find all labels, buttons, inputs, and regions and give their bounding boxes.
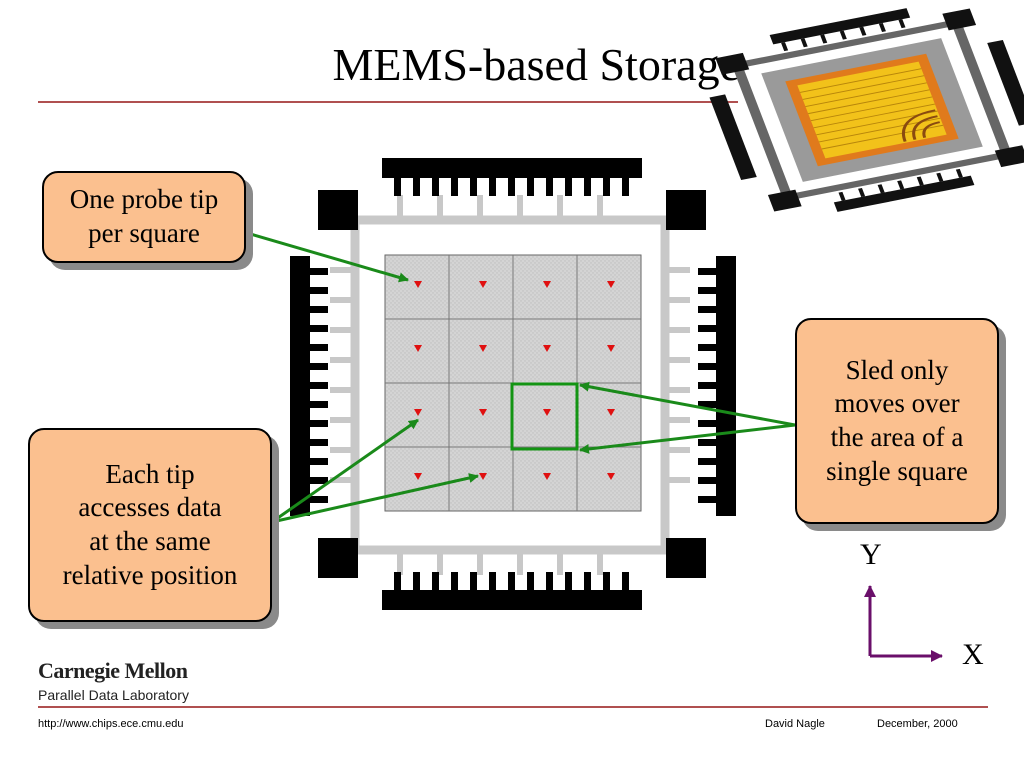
- callout-sled-line: the area of a: [830, 422, 964, 452]
- bottom-comb-actuator: [382, 572, 642, 610]
- probe-tip: [479, 473, 487, 480]
- probe-tip: [414, 409, 422, 416]
- sled-arrow-1: [579, 381, 796, 427]
- probe-tip: [607, 409, 615, 416]
- probe-tip: [607, 281, 615, 288]
- footer-url[interactable]: http://www.chips.ece.cmu.edu: [38, 718, 184, 730]
- probe-tip: [414, 281, 422, 288]
- callout-sled-line: moves over: [834, 388, 960, 419]
- mems-chip-image: [709, 8, 1024, 212]
- probe-tip: [414, 345, 422, 352]
- callout-probe-line: per square: [88, 218, 200, 248]
- callout-probe-tip: One probe tip per square: [42, 171, 246, 263]
- cmu-logo: Carnegie Mellon: [38, 658, 188, 683]
- probe-tip: [607, 473, 615, 480]
- probe-tip: [543, 409, 551, 416]
- sled-range-highlight: [510, 382, 579, 451]
- probe-tip: [543, 281, 551, 288]
- y-axis-label: Y: [860, 538, 882, 571]
- probe-tips: [414, 281, 615, 480]
- probe-tip: [543, 345, 551, 352]
- sled-arrow-2: [579, 423, 796, 454]
- probe-tip: [414, 473, 422, 480]
- comb-stubs: [330, 195, 690, 575]
- corner-anchors: [318, 190, 706, 578]
- callout-sled-line: Sled only: [845, 354, 949, 385]
- x-axis-label: X: [962, 638, 984, 671]
- callout-sled-movement: Sled only moves over the area of a singl…: [795, 318, 999, 524]
- left-comb-actuator: [290, 256, 328, 516]
- probe-tip: [479, 345, 487, 352]
- footer-rule: [38, 706, 988, 708]
- callout-access-line: relative position: [62, 559, 238, 590]
- probe-tip: [479, 409, 487, 416]
- callout-access-line: accesses data: [78, 492, 222, 523]
- probe-tip: [479, 281, 487, 288]
- top-comb-actuator: [382, 158, 642, 196]
- callout-access-line: Each tip: [105, 458, 195, 489]
- xy-axes: [864, 585, 943, 662]
- callout-probe-line: One probe tip: [69, 184, 219, 215]
- access-arrow-1: [271, 418, 419, 524]
- title-rule: [38, 101, 738, 103]
- footer-author: David Nagle: [765, 718, 825, 730]
- probe-tip: [607, 345, 615, 352]
- access-arrow-2: [271, 473, 479, 524]
- callout-access-line: at the same: [89, 526, 211, 556]
- callout-arrows: [246, 231, 796, 524]
- slide-title: MEMS-based Storage: [332, 39, 740, 90]
- right-comb-actuator: [698, 256, 736, 516]
- probe-tip: [543, 473, 551, 480]
- footer-date: December, 2000: [877, 718, 958, 730]
- callout-sled-line: single square: [826, 455, 968, 486]
- probe-arrow: [246, 231, 409, 283]
- callout-relative-position: Each tip accesses data at the same relat…: [28, 428, 272, 622]
- lab-name: Parallel Data Laboratory: [38, 687, 189, 703]
